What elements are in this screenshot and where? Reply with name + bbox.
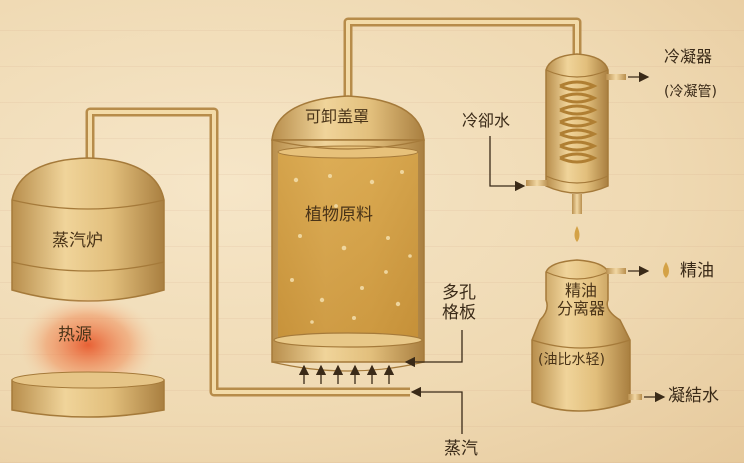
condenser-label: 冷凝器 [664, 47, 713, 66]
separator-note-label: (油比水轻) [538, 352, 605, 368]
condenser-drip [574, 226, 580, 242]
essential-oil-label: 精油 [680, 261, 714, 281]
droplet-icon [663, 262, 669, 278]
steam-boiler [11, 157, 165, 302]
cooling-water-label: 冷卻水 [462, 111, 511, 130]
steam-rise-arrows [298, 364, 395, 384]
condenser-tube-label: (冷凝管) [664, 84, 717, 100]
perforated-plate-label-line1: 多孔 [442, 283, 476, 303]
condensed-water-label: 凝結水 [668, 386, 719, 406]
distillation-column [271, 95, 425, 372]
condenser [545, 53, 609, 214]
condenser-coil [559, 80, 598, 164]
plant-material-particles [290, 170, 412, 324]
boiler-label: 蒸汽炉 [52, 231, 103, 251]
perforated-plate-pointer [404, 330, 463, 368]
essential-oil-separator [531, 259, 642, 412]
steam-label: 蒸汽 [444, 439, 478, 459]
perforated-plate-label: 多孔 格板 [442, 283, 476, 323]
heat-source-label: 热源 [58, 325, 92, 345]
separator-label-line1: 精油 [564, 281, 597, 300]
plant-material-label: 植物原料 [305, 205, 373, 225]
pipe-column-to-condenser [343, 17, 582, 98]
condenser-outlet-stub [526, 74, 626, 186]
heat-source [11, 295, 165, 418]
steam-inlet-arrow [410, 386, 463, 434]
removable-cover-label: 可卸盖罩 [305, 107, 370, 126]
separator-label: 精油 分离器 [550, 281, 612, 319]
perforated-plate-label-line2: 格板 [442, 302, 476, 323]
cooling-water-arrow [489, 136, 526, 192]
separator-label-line2: 分离器 [556, 299, 605, 319]
